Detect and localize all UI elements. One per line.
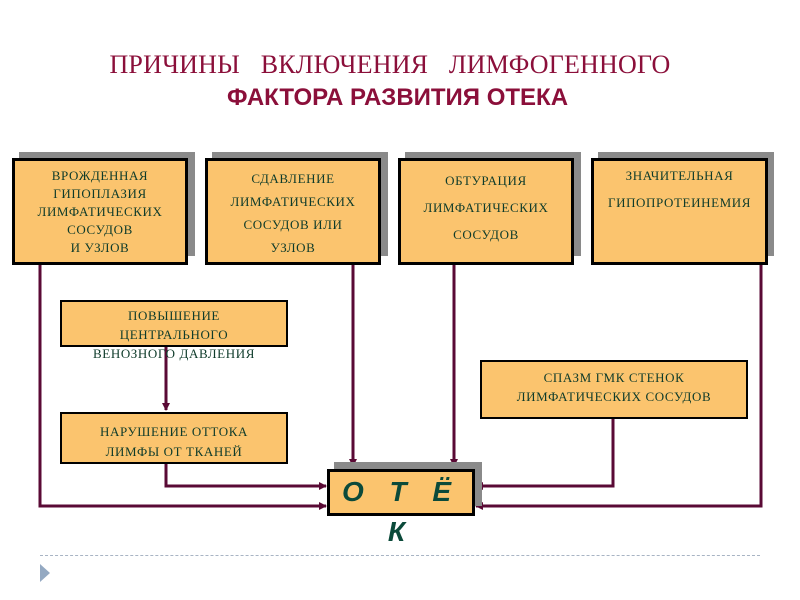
cause-text: ГИПОПРОТЕИНЕМИЯ — [607, 195, 752, 210]
connector-hypoproteinemia — [475, 265, 763, 510]
venous-text: ПОВЫШЕНИЕ — [128, 308, 220, 323]
cause-text: ВРОЖДЕННАЯ — [51, 168, 149, 183]
slide-title-line1: ПРИЧИНЫ ВКЛЮЧЕНИЯ ЛИМФОГЕННОГО — [109, 50, 671, 79]
cause-box-congenital-hypoplasia: ВРОЖДЕННАЯ ГИПОПЛАЗИЯ ЛИМФАТИЧЕСКИХ СОСУ… — [12, 158, 188, 265]
cause-box-hypoproteinemia: ЗНАЧИТЕЛЬНАЯ ГИПОПРОТЕИНЕМИЯ — [591, 158, 768, 265]
connector-spasm — [475, 418, 615, 490]
outflow-text: ЛИМФЫ ОТ ТКАНЕЙ — [105, 444, 243, 459]
spasm-text: ЛИМФАТИЧЕСКИХ СОСУДОВ — [516, 389, 712, 404]
cause-box-compression: СДАВЛЕНИЕ ЛИМФАТИЧЕСКИХ СОСУДОВ ИЛИ УЗЛО… — [205, 158, 381, 265]
cause-text: УЗЛОВ — [270, 240, 316, 255]
box-spasm: СПАЗМ ГМК СТЕНОК ЛИМФАТИЧЕСКИХ СОСУДОВ — [480, 360, 748, 419]
connector-congenital — [38, 265, 327, 510]
play-arrow-icon[interactable] — [40, 564, 50, 582]
cause-text: СДАВЛЕНИЕ — [251, 171, 335, 186]
cause-text: ОБТУРАЦИЯ — [445, 173, 527, 188]
result-label: О Т Ё К — [341, 476, 461, 547]
slide-divider — [40, 555, 760, 556]
connector-outflow — [164, 463, 327, 490]
venous-text: ЦЕНТРАЛЬНОГО — [119, 327, 229, 342]
slide-title-line2: ФАКТОРА РАЗВИТИЯ ОТЕКА — [226, 84, 569, 111]
cause-text: СОСУДОВ — [67, 222, 133, 237]
cause-text: ЛИМФАТИЧЕСКИХ — [37, 204, 163, 219]
cause-text: ЗНАЧИТЕЛЬНАЯ — [625, 168, 734, 183]
box-lymph-outflow: НАРУШЕНИЕ ОТТОКА ЛИМФЫ ОТ ТКАНЕЙ — [60, 412, 288, 464]
cause-text: ЛИМФАТИЧЕСКИХ — [230, 194, 356, 209]
cause-box-obturation: ОБТУРАЦИЯ ЛИМФАТИЧЕСКИХ СОСУДОВ — [398, 158, 574, 265]
spasm-text: СПАЗМ ГМК СТЕНОК — [543, 370, 685, 385]
outflow-text: НАРУШЕНИЕ ОТТОКА — [99, 424, 249, 439]
cause-text: И УЗЛОВ — [70, 240, 130, 255]
box-venous-pressure: ПОВЫШЕНИЕ ЦЕНТРАЛЬНОГО ВЕНОЗНОГО ДАВЛЕНИ… — [60, 300, 288, 361]
cause-text: СОСУДОВ ИЛИ — [243, 217, 343, 232]
cause-text: ЛИМФАТИЧЕСКИХ — [423, 200, 549, 215]
cause-text: ГИПОПЛАЗИЯ — [53, 186, 147, 201]
venous-text: ВЕНОЗНОГО ДАВЛЕНИЯ — [93, 346, 255, 361]
cause-text: СОСУДОВ — [453, 227, 519, 242]
result-box-edema: О Т Ё К — [327, 469, 475, 547]
